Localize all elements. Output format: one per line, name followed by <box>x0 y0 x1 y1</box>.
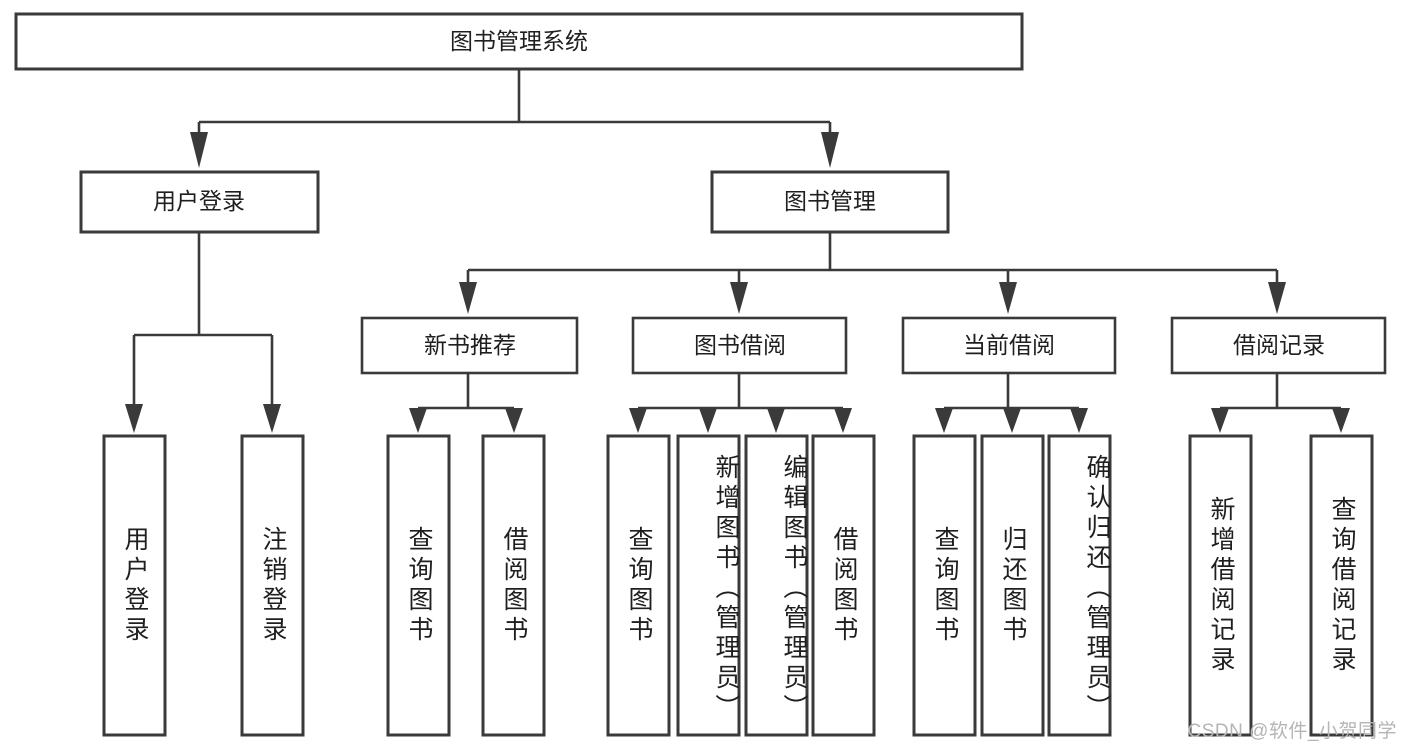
connector-group-bookmanage-to-level3 <box>459 232 1286 314</box>
arrow-head-leaf-add-record <box>1211 408 1229 433</box>
arrow-head-leaf-query-record <box>1332 408 1350 433</box>
leaf-rect-add-book[interactable] <box>676 434 741 737</box>
watermark-text: CSDN @软件_小贺同学 <box>1187 721 1397 742</box>
leaf-rect-logout[interactable] <box>240 434 305 737</box>
node-current-borrow-label: 当前借阅 <box>963 332 1055 358</box>
arrow-head-leaf-return-book <box>1003 408 1021 433</box>
node-book-borrow[interactable]: 图书借阅 <box>631 316 848 375</box>
arrow-head-book-manage <box>821 132 839 168</box>
arrow-head-book-borrow <box>730 282 748 314</box>
node-new-book-recommend[interactable]: 新书推荐 <box>360 316 579 375</box>
leaf-box-group <box>102 434 1374 737</box>
node-book-borrow-rect[interactable] <box>631 316 848 375</box>
arrow-head-leaf-userlogin <box>125 404 143 433</box>
node-borrow-record-label: 借阅记录 <box>1233 332 1325 358</box>
leaf-rect-query-record[interactable] <box>1309 434 1374 737</box>
node-new-book-recommend-label: 新书推荐 <box>424 332 516 358</box>
node-book-borrow-label: 图书借阅 <box>694 332 786 358</box>
connector-group-bookborrow-to-leaves <box>629 373 852 433</box>
connector-group-currentborrow-to-leaves <box>935 373 1088 433</box>
arrow-head-leaf-borrow-book-2 <box>834 408 852 433</box>
node-borrow-record[interactable]: 借阅记录 <box>1170 316 1387 375</box>
arrow-head-user-login <box>190 132 208 168</box>
leaf-rect-query-book-3[interactable] <box>912 434 977 737</box>
node-root[interactable]: 图书管理系统 <box>14 12 1024 71</box>
leaf-rect-borrow-book-2[interactable] <box>811 434 876 737</box>
arrow-head-new-book <box>459 282 477 314</box>
leaf-rect-query-book-1[interactable] <box>386 434 451 737</box>
arrow-head-leaf-query-book-3 <box>935 408 953 433</box>
leaf-rect-return-book[interactable] <box>980 434 1045 737</box>
node-book-manage[interactable]: 图书管理 <box>710 170 950 234</box>
node-book-manage-rect[interactable] <box>710 170 950 234</box>
connector-group-newbook-to-leaves <box>409 373 523 433</box>
connector-group-userlogin-to-leaves <box>125 232 281 433</box>
node-root-rect[interactable] <box>14 12 1024 71</box>
node-user-login[interactable]: 用户登录 <box>79 170 320 234</box>
arrow-head-leaf-query-book-2 <box>629 408 647 433</box>
leaf-rect-edit-book[interactable] <box>744 434 809 737</box>
arrow-head-leaf-edit-book <box>767 408 785 433</box>
leaf-rect-borrow-book-1[interactable] <box>481 434 546 737</box>
node-current-borrow[interactable]: 当前借阅 <box>901 316 1117 375</box>
node-user-login-rect[interactable] <box>79 170 320 234</box>
node-root-label: 图书管理系统 <box>450 28 588 54</box>
arrow-head-leaf-borrow-book-1 <box>505 408 523 433</box>
node-user-login-label: 用户登录 <box>153 188 245 214</box>
arrow-head-leaf-logout <box>263 404 281 433</box>
arrow-head-leaf-add-book <box>699 408 717 433</box>
arrow-head-borrow-record <box>1268 282 1286 314</box>
leaf-rect-add-record[interactable] <box>1188 434 1253 737</box>
connector-group-root-to-level2 <box>190 69 839 168</box>
connector-group-borrowrecord-to-leaves <box>1211 373 1350 433</box>
arrow-head-leaf-confirm-return <box>1070 408 1088 433</box>
leaf-rect-confirm-return[interactable] <box>1047 434 1112 737</box>
leaf-rect-query-book-2[interactable] <box>606 434 671 737</box>
node-borrow-record-rect[interactable] <box>1170 316 1387 375</box>
node-new-book-recommend-rect[interactable] <box>360 316 579 375</box>
arrow-head-current-borrow <box>999 282 1017 314</box>
arrow-head-leaf-query-book-1 <box>409 408 427 433</box>
leaf-rect-user-login[interactable] <box>102 434 167 737</box>
node-book-manage-label: 图书管理 <box>784 188 876 214</box>
node-current-borrow-rect[interactable] <box>901 316 1117 375</box>
